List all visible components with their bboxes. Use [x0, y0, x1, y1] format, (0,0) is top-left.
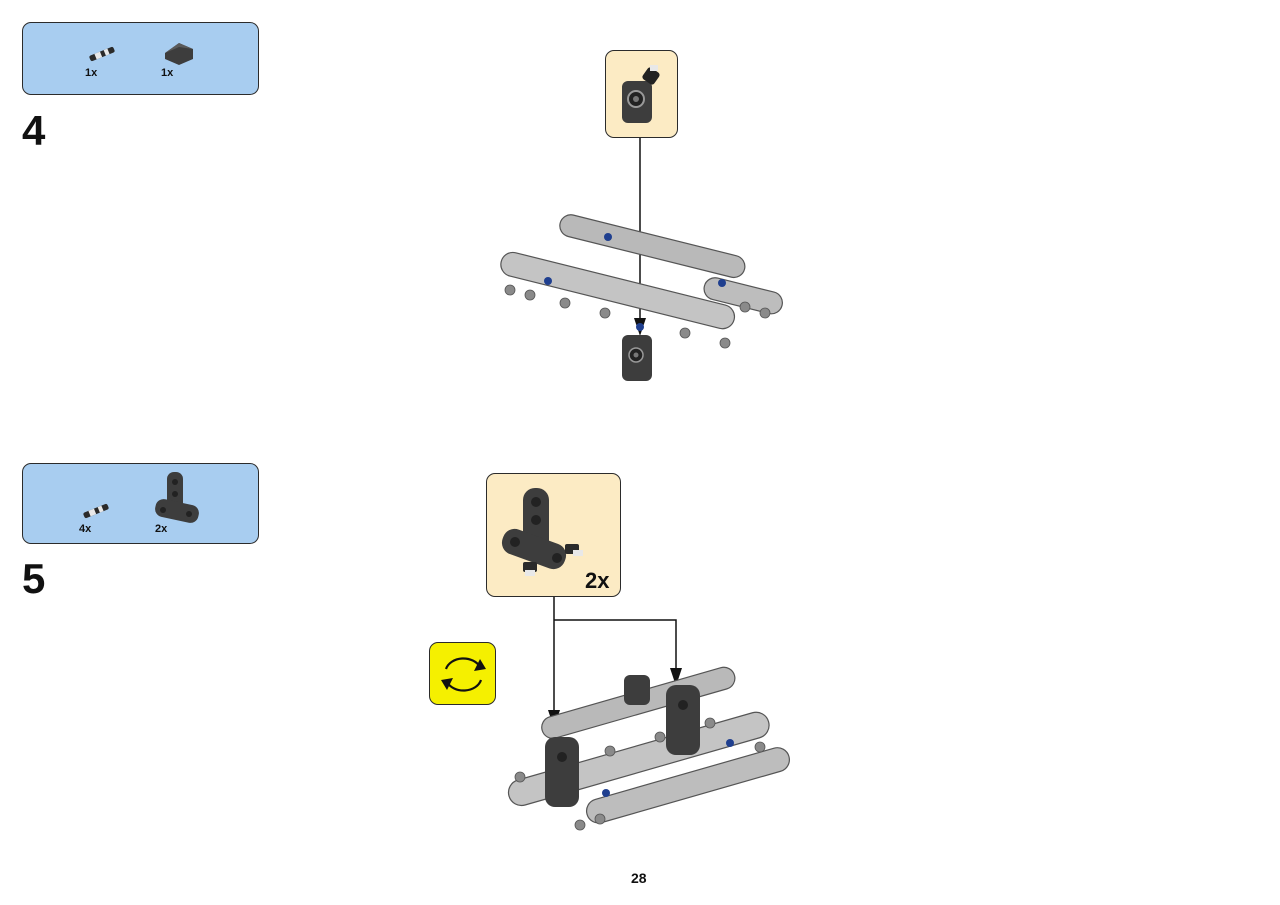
step5-number: 5: [22, 555, 46, 602]
rotate-model-box: [429, 642, 496, 705]
step5-parts-list: 4x 2x: [22, 463, 259, 544]
step5-callout: 2x: [486, 473, 621, 597]
step5-model-frame: [507, 666, 790, 831]
step4-part1-qty: 1x: [85, 67, 98, 79]
axle-pin-icon: [89, 46, 115, 62]
rotate-model-icon: [441, 657, 486, 692]
axle-connector-block-icon: [165, 43, 193, 65]
step4-parts-list: 1x 1x: [22, 22, 259, 95]
axle-pin-icon: [83, 503, 109, 519]
connector-with-pin-icon: [622, 65, 660, 123]
step5-callout-qty: 2x: [585, 568, 610, 593]
step5-part2-qty: 2x: [155, 523, 168, 535]
step4-part2-qty: 1x: [161, 67, 174, 79]
step5-part1-qty: 4x: [79, 523, 92, 535]
t-beam-with-pins-icon: [501, 488, 583, 576]
step4-number: 4: [22, 107, 46, 154]
step4-callout: [605, 50, 678, 138]
t-beam-icon: [155, 472, 199, 523]
page-number: 28: [631, 870, 647, 886]
step4-model-frame: [500, 214, 783, 381]
